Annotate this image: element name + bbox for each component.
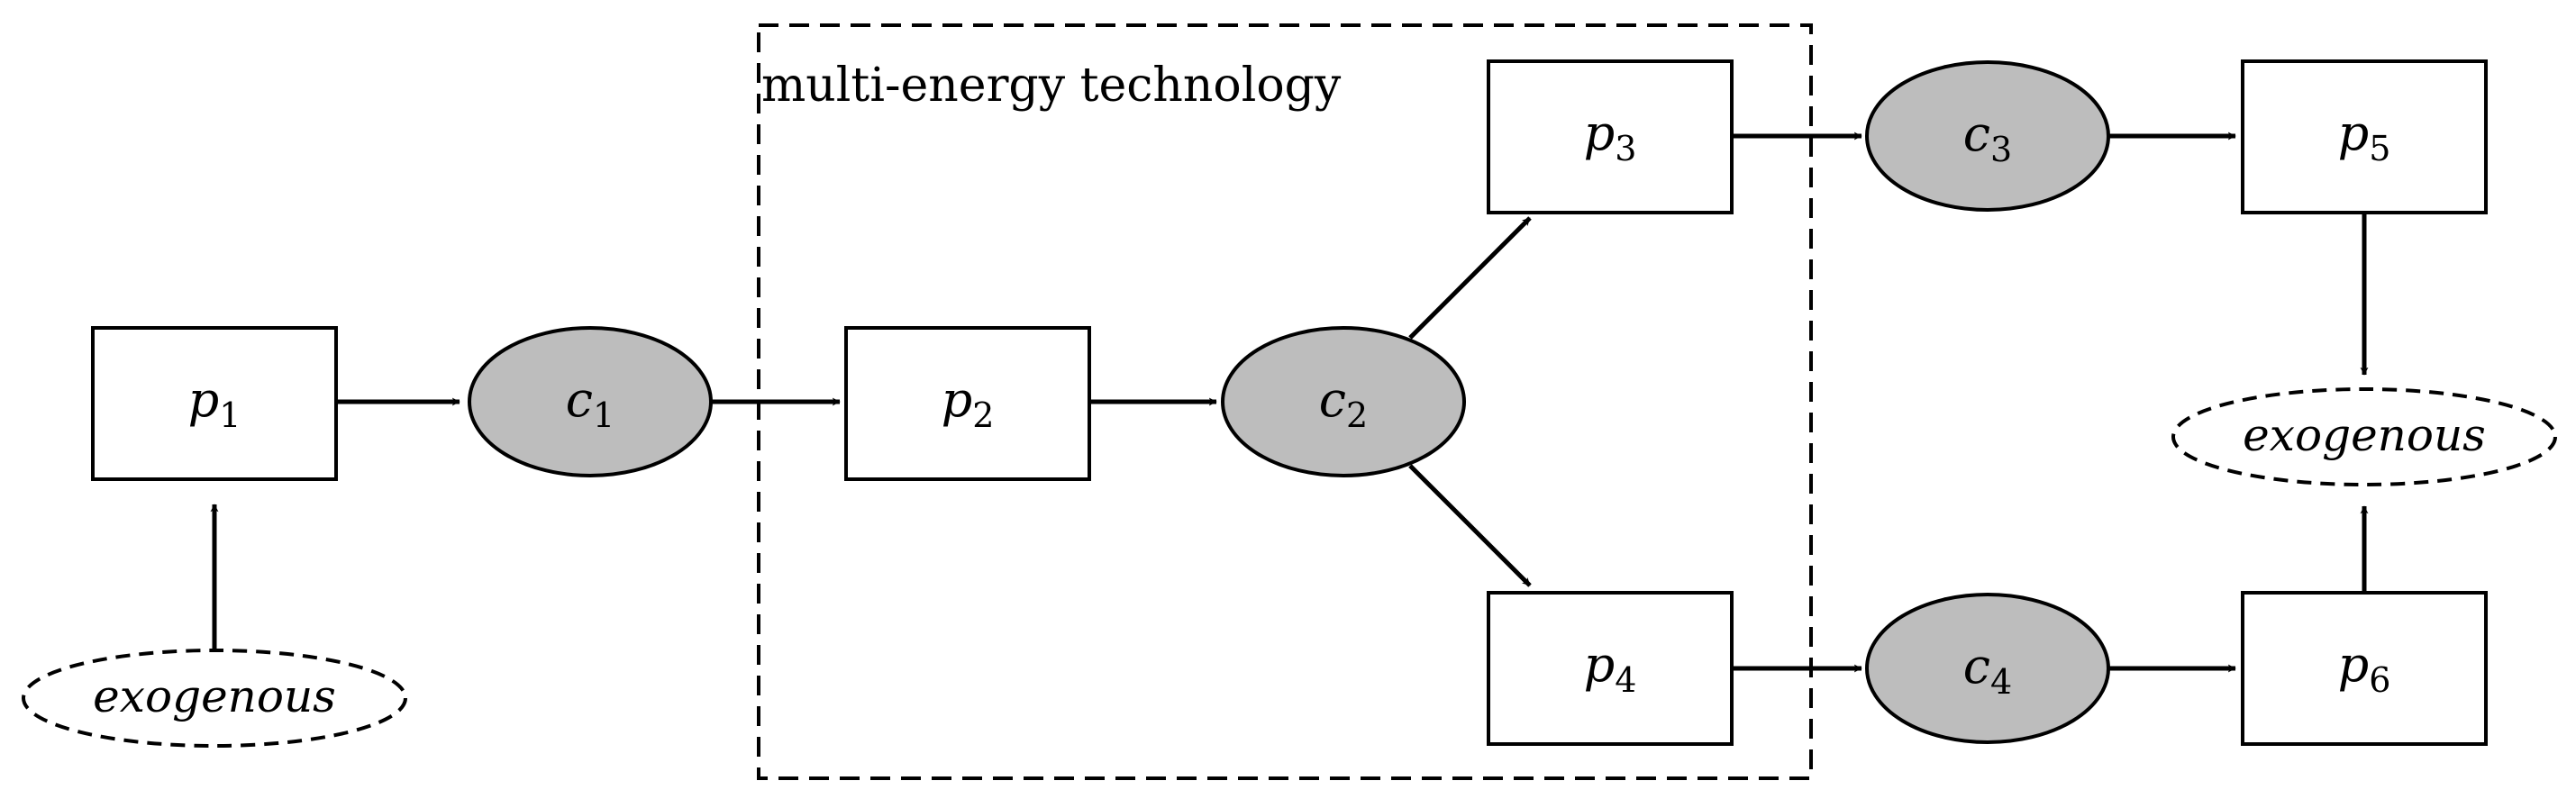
- process-p3-subscript: 3: [1615, 129, 1636, 168]
- process-p2-subscript: 2: [972, 395, 994, 435]
- process-p5-box: [2241, 59, 2488, 214]
- commodity-c4-symbol: c: [1963, 638, 1990, 695]
- process-p3: p3: [1487, 59, 1734, 214]
- process-p2-symbol: p: [942, 371, 973, 428]
- process-p1-subscript: 1: [219, 395, 241, 435]
- commodity-c1-subscript: 1: [593, 395, 614, 435]
- commodity-c3-ellipse: [1865, 60, 2110, 212]
- commodity-c2-symbol: c: [1319, 371, 1346, 428]
- edges: [210, 132, 2369, 673]
- process-p5-symbol: p: [2338, 104, 2370, 161]
- commodity-c1-ellipse: [468, 326, 713, 477]
- process-p4-box: [1487, 591, 1734, 746]
- process-p1-box: [91, 326, 338, 481]
- exogenous-input: exogenous: [22, 649, 407, 748]
- process-p1-symbol: p: [188, 371, 220, 428]
- process-p6: p6: [2241, 591, 2488, 746]
- commodity-c4-label: c4: [1963, 638, 2012, 702]
- process-p6-box: [2241, 591, 2488, 746]
- process-p4-symbol: p: [1584, 636, 1616, 693]
- process-p2: p2: [844, 326, 1091, 481]
- exogenous-input-label: exogenous: [93, 670, 336, 722]
- group-label: multi-energy technology: [761, 59, 1342, 113]
- process-p5: p5: [2241, 59, 2488, 214]
- commodity-c2-label: c2: [1319, 371, 1368, 435]
- commodity-c2-subscript: 2: [1346, 395, 1368, 435]
- process-p4: p4: [1487, 591, 1734, 746]
- process-p4-label: p4: [1584, 636, 1637, 700]
- process-p3-label: p3: [1584, 104, 1637, 168]
- process-p2-box: [844, 326, 1091, 481]
- commodity-c4-subscript: 4: [1990, 662, 2012, 702]
- process-p5-subscript: 5: [2369, 129, 2390, 168]
- commodity-c4-ellipse: [1865, 593, 2110, 744]
- process-p1-label: p1: [188, 371, 241, 435]
- process-p6-symbol: p: [2338, 636, 2370, 693]
- process-p5-label: p5: [2338, 104, 2391, 168]
- commodity-c3-label: c3: [1963, 105, 2012, 169]
- multi-energy-technology-group: multi-energy technology: [757, 23, 1813, 780]
- process-p6-subscript: 6: [2369, 660, 2390, 700]
- exogenous-output-label: exogenous: [2243, 409, 2486, 461]
- exogenous-input-ellipse: [22, 649, 407, 748]
- process-p6-label: p6: [2338, 636, 2391, 700]
- commodity-c1-symbol: c: [566, 371, 593, 428]
- edge-c2-to-p4: [1408, 464, 1532, 587]
- edge-c2-to-p3: [1408, 216, 1532, 340]
- exogenous-output: exogenous: [2171, 387, 2557, 486]
- commodity-c3-subscript: 3: [1990, 130, 2012, 169]
- commodity-c2-ellipse: [1221, 326, 1466, 477]
- process-p2-label: p2: [942, 371, 995, 435]
- commodity-c2: c2: [1221, 326, 1466, 477]
- commodity-c1-label: c1: [566, 371, 614, 435]
- exogenous-output-ellipse: [2171, 387, 2557, 486]
- commodity-c3: c3: [1865, 60, 2110, 212]
- commodity-c1: c1: [468, 326, 713, 477]
- commodity-c3-symbol: c: [1963, 105, 1990, 162]
- process-p1: p1: [91, 326, 338, 481]
- commodity-c4: c4: [1865, 593, 2110, 744]
- process-p4-subscript: 4: [1615, 660, 1636, 700]
- process-p3-box: [1487, 59, 1734, 214]
- process-p3-symbol: p: [1584, 104, 1616, 161]
